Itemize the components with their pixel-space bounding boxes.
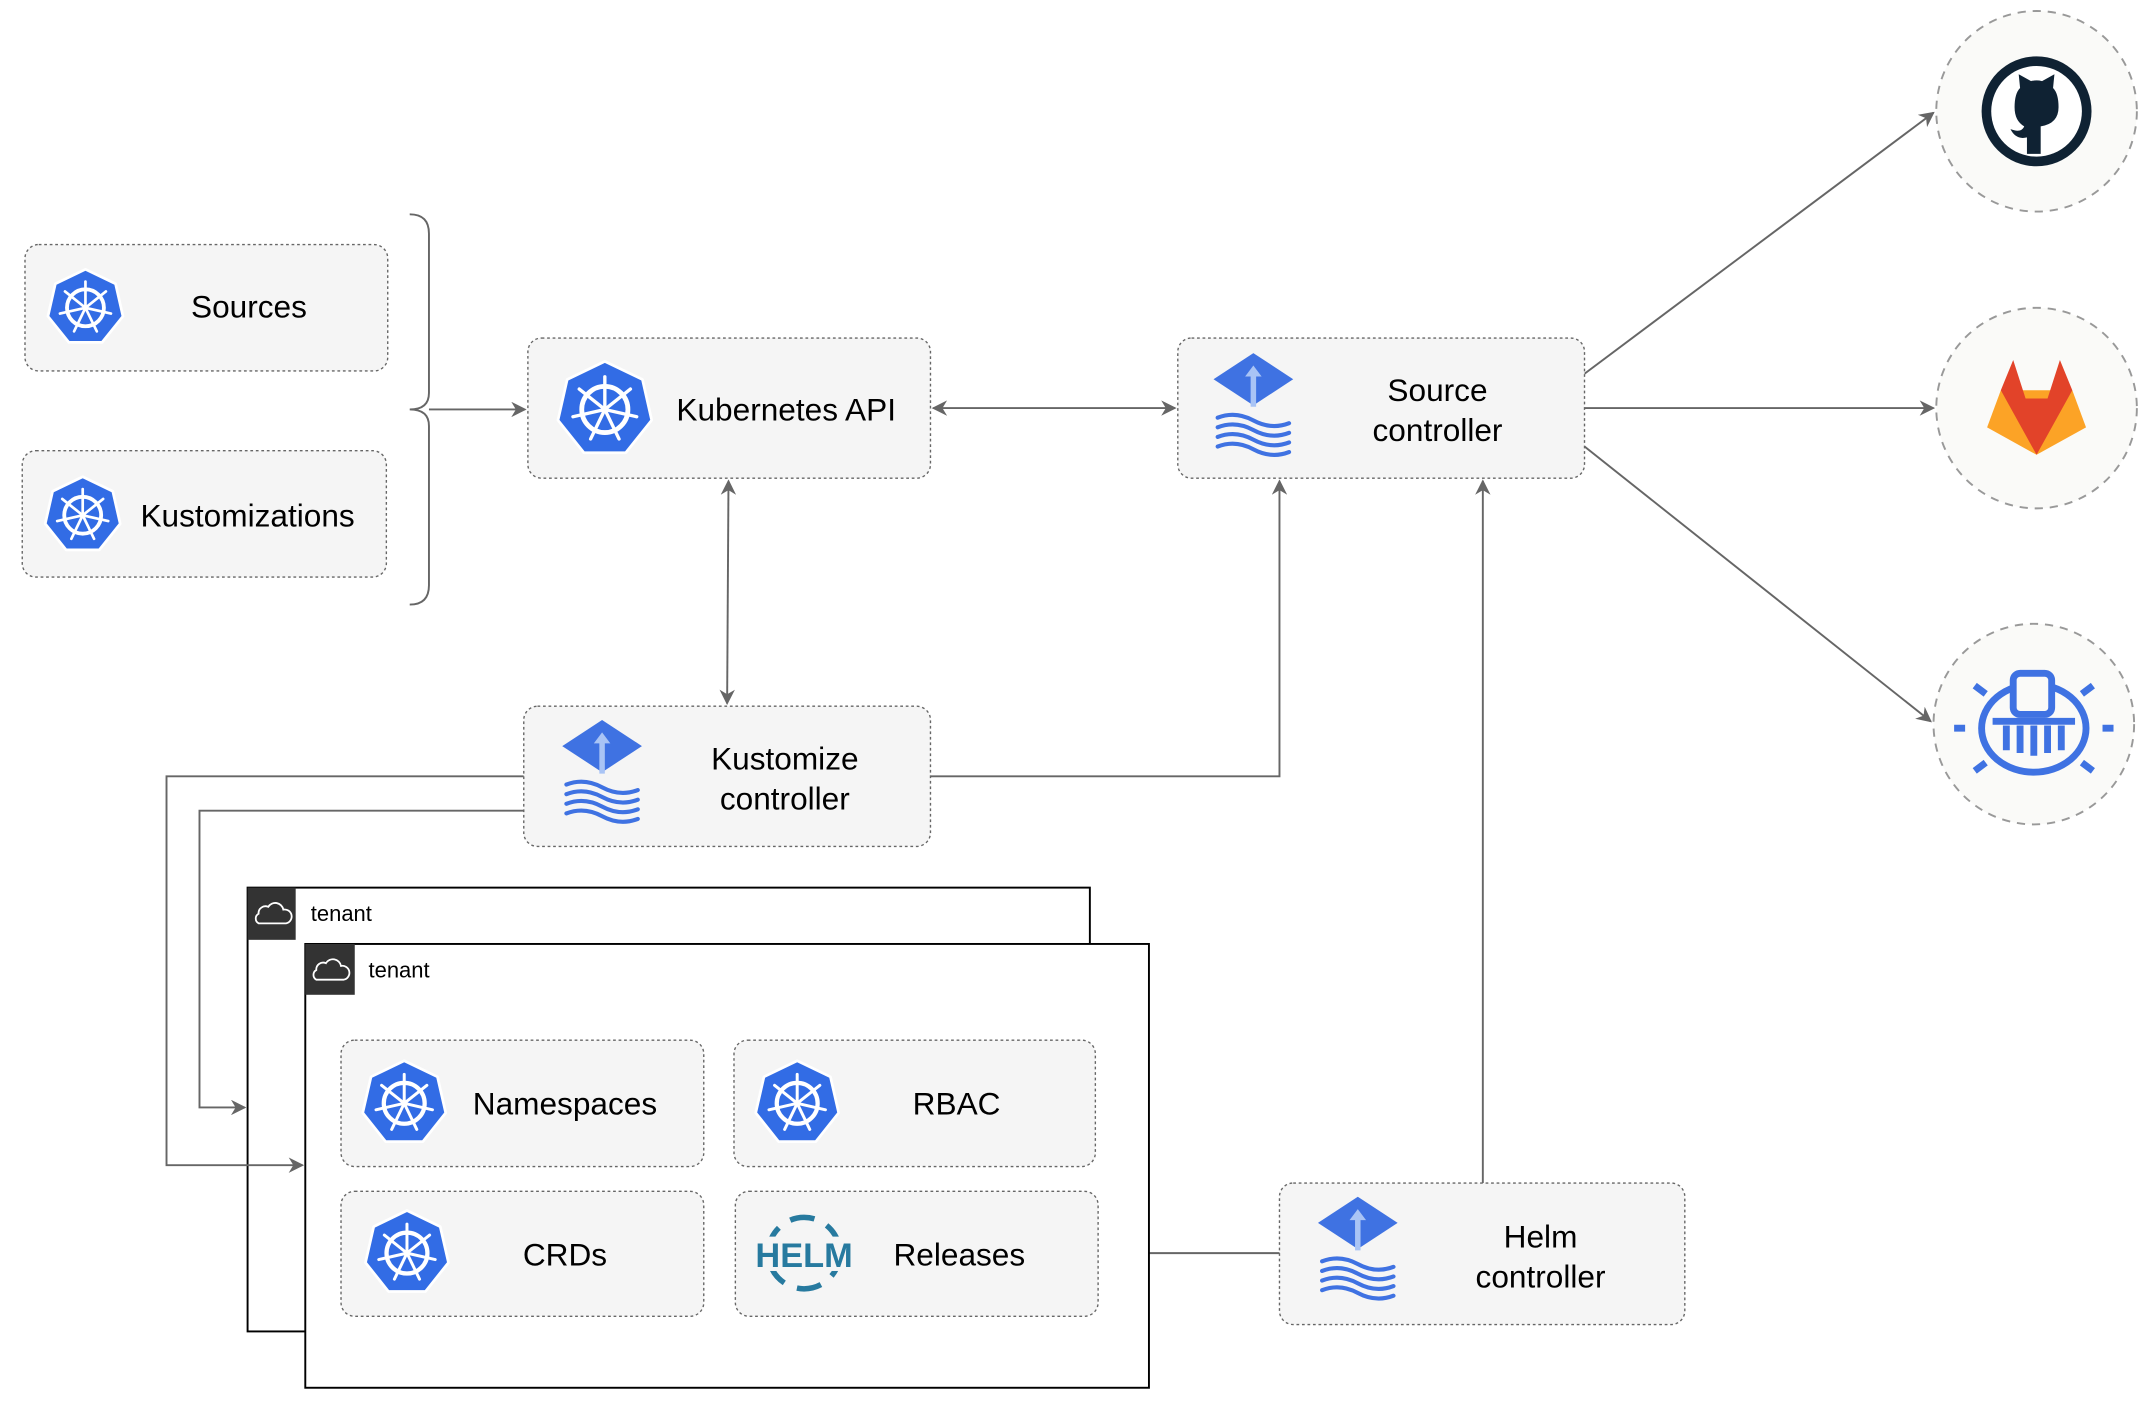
svg-text:HELM: HELM (755, 1237, 852, 1275)
helm-icon: HELM (755, 1214, 853, 1292)
kubernetes-icon (556, 359, 654, 455)
node-kubernetes-api[interactable]: Kubernetes API (527, 337, 932, 479)
bucket-icon (1954, 669, 2114, 776)
node-label: Kustomize (711, 740, 858, 776)
gitlab-icon (1987, 359, 2087, 455)
kubernetes-icon (364, 1209, 450, 1293)
gitlab-node[interactable] (1935, 306, 2138, 510)
edge-source-to-github (1583, 111, 1935, 375)
github-icon (1981, 56, 2092, 167)
flux-icon (562, 719, 642, 824)
node-label: Releases (893, 1236, 1025, 1272)
edge-api-kustomize-controller (719, 479, 737, 706)
kubernetes-icon (361, 1059, 448, 1144)
node-kustomizations[interactable]: Kustomizations (21, 449, 388, 578)
node-label: CRDs (523, 1236, 607, 1272)
kubernetes-icon (754, 1059, 841, 1144)
tenant-label: tenant (311, 901, 372, 926)
github-node[interactable] (1935, 10, 2138, 213)
node-namespaces[interactable]: Namespaces (340, 1039, 705, 1168)
bucket-node[interactable] (1932, 622, 2136, 826)
node-source-controller[interactable]: Source controller (1177, 337, 1586, 479)
kubernetes-icon (46, 267, 125, 344)
edge-kustomize-to-source (930, 479, 1288, 778)
node-label: Kustomizations (140, 497, 354, 533)
node-helm-controller[interactable]: Helm controller (1278, 1182, 1686, 1326)
node-label: RBAC (913, 1085, 1001, 1121)
edge-kustomize-to-tenant-front (165, 775, 524, 1173)
node-crds[interactable]: CRDs (340, 1190, 705, 1318)
node-label: Helm (1504, 1219, 1578, 1255)
cloud-icon (254, 902, 293, 925)
node-label: Sources (191, 288, 307, 324)
node-kustomize-controller[interactable]: Kustomize controller (523, 705, 932, 848)
node-label: controller (720, 780, 850, 816)
node-label: Namespaces (473, 1085, 657, 1121)
node-releases[interactable]: HELM Releases (734, 1190, 1099, 1318)
flux-icon (1213, 353, 1294, 457)
edges (409, 111, 1936, 1261)
tenant-label: tenant (369, 958, 430, 983)
node-sources[interactable]: Sources (24, 243, 389, 372)
flux-icon (1317, 1196, 1398, 1301)
kubernetes-icon (43, 475, 122, 552)
cloud-icon (312, 958, 351, 981)
edge-kustomize-to-tenant-back (198, 809, 524, 1116)
node-label: Kubernetes API (676, 391, 896, 427)
edge-source-to-bucket (1583, 445, 1932, 723)
node-label: controller (1476, 1258, 1606, 1294)
node-rbac[interactable]: RBAC (733, 1039, 1097, 1168)
node-label: controller (1373, 412, 1503, 448)
node-label: Source (1387, 372, 1487, 408)
bracket (409, 213, 430, 606)
